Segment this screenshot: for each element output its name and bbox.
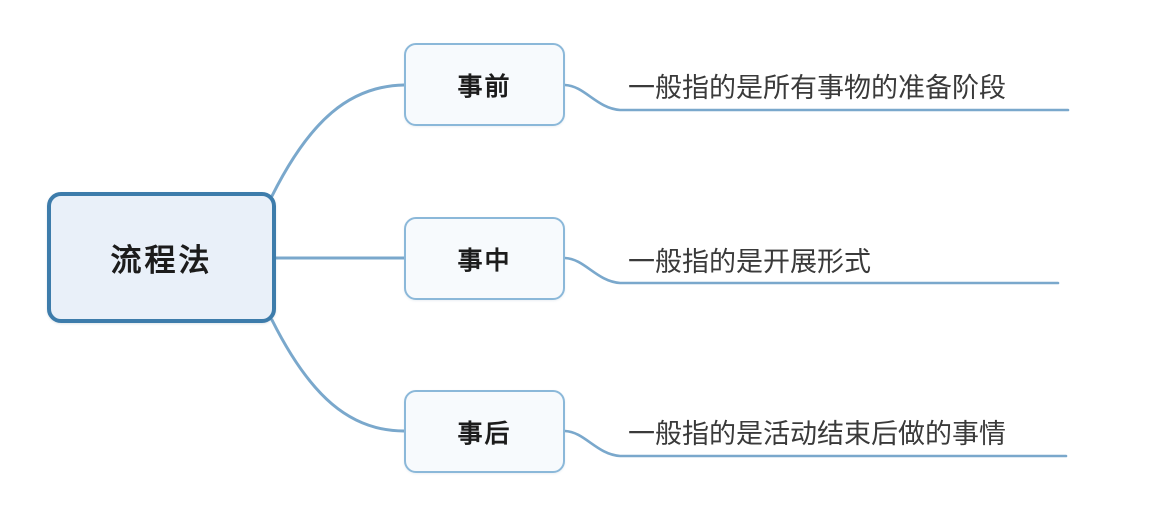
leaf-description-2[interactable]: 一般指的是开展形式 <box>628 247 871 278</box>
branch-node-2-label: 事中 <box>457 245 512 275</box>
branch-node-2[interactable]: 事中 <box>404 217 565 300</box>
root-node[interactable]: 流程法 <box>47 192 276 323</box>
connector-root-to-branch-3 <box>270 318 406 433</box>
connector-root-to-branch-1 <box>270 83 406 198</box>
branch-node-1[interactable]: 事前 <box>404 43 565 126</box>
leaf-description-1[interactable]: 一般指的是所有事物的准备阶段 <box>628 73 1006 104</box>
branch-node-3-label: 事后 <box>457 418 512 448</box>
branch-node-1-label: 事前 <box>457 71 512 101</box>
branch-node-3[interactable]: 事后 <box>404 390 565 473</box>
root-node-label: 流程法 <box>110 243 213 279</box>
leaf-description-3[interactable]: 一般指的是活动结束后做的事情 <box>628 419 1006 450</box>
